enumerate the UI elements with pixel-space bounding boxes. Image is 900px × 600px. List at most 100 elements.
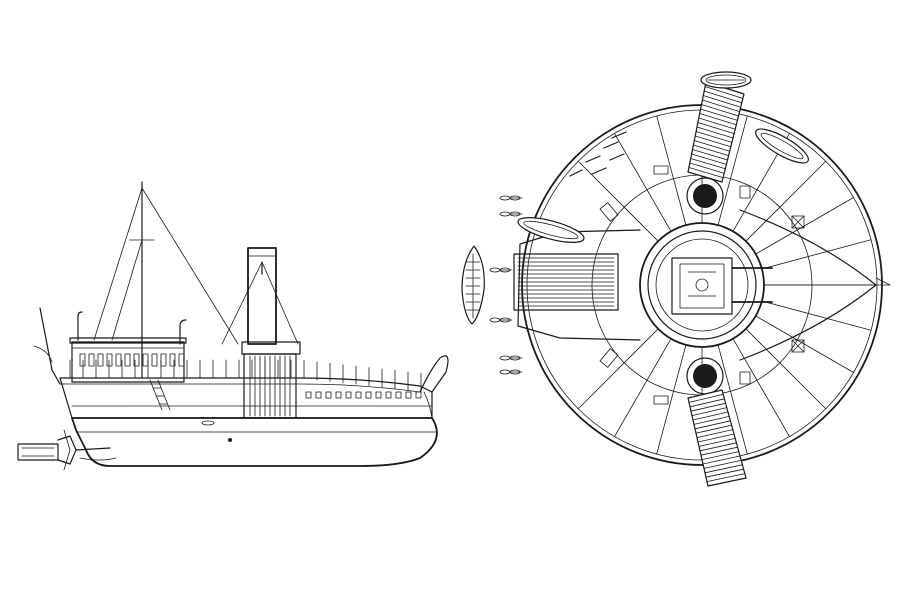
gangway-slat <box>695 131 733 143</box>
stern-platform <box>513 253 619 311</box>
stern-propeller-gear <box>17 429 117 471</box>
funnel <box>247 247 277 345</box>
gangway-slat <box>693 140 731 152</box>
gangway-slat <box>702 455 741 465</box>
gangway-slat <box>698 437 736 447</box>
radial-frame <box>656 344 687 455</box>
stern-boat <box>461 245 485 325</box>
propeller-blade <box>499 195 511 201</box>
gangway-slat <box>697 433 735 443</box>
port <box>345 391 352 399</box>
port <box>415 391 422 399</box>
window <box>151 353 158 367</box>
propeller <box>489 317 513 323</box>
engine-room-frame <box>243 353 297 419</box>
propeller <box>499 211 523 217</box>
port <box>325 391 332 399</box>
gangway-slat <box>691 153 727 165</box>
ventilator-fore <box>179 319 187 345</box>
gangway-slat <box>694 135 732 148</box>
window <box>88 353 95 367</box>
hull-port-hole <box>228 438 232 442</box>
port <box>375 391 382 399</box>
propeller-blade <box>499 355 511 361</box>
gangway-upper <box>687 81 745 183</box>
propellers <box>489 195 523 375</box>
awning-stanchions <box>69 359 422 392</box>
gangway-slat <box>702 99 740 112</box>
gangway-slat <box>688 393 724 403</box>
gangway-slat <box>699 113 737 126</box>
gangway-slat <box>703 90 743 104</box>
radial-frame <box>614 338 672 437</box>
window <box>169 353 176 367</box>
hull <box>71 417 438 467</box>
propeller-blade <box>489 317 501 323</box>
port <box>405 391 412 399</box>
shaft <box>75 447 111 451</box>
window <box>142 353 149 367</box>
port <box>305 391 312 399</box>
hull-hatch <box>201 420 215 426</box>
deck-hatches <box>599 165 805 405</box>
radial-frame <box>761 239 872 270</box>
propeller <box>499 195 523 201</box>
deck-ladder <box>149 379 171 411</box>
gangway-slat <box>693 415 730 425</box>
gangway-slat <box>697 122 735 135</box>
lifeboat-right <box>755 128 809 164</box>
radial-frame <box>614 133 672 232</box>
radial-frame <box>761 300 872 331</box>
radial-frame <box>577 160 659 242</box>
window <box>115 353 122 367</box>
radial-frame <box>717 115 748 226</box>
funnel-top-upper <box>686 177 724 215</box>
deck-markings <box>569 131 627 177</box>
gangway-slat <box>700 446 738 456</box>
port <box>365 391 372 399</box>
gangway-slat <box>699 442 737 452</box>
gangway-slat <box>705 468 744 478</box>
ventilator-aft <box>77 311 83 341</box>
propeller <box>489 267 513 273</box>
gangway-slat <box>692 149 728 161</box>
window <box>106 353 113 367</box>
propeller <box>499 369 523 375</box>
gangway-slat <box>690 402 726 412</box>
gangway-slat <box>689 398 725 408</box>
deck-rail <box>59 383 421 393</box>
barbette-outer <box>639 222 765 348</box>
stern-deck <box>517 229 641 341</box>
window <box>133 353 140 367</box>
radial-frame <box>656 115 687 226</box>
engine-room-bars <box>249 355 291 417</box>
gangway-slat <box>694 420 731 430</box>
gangway-slat <box>691 407 728 417</box>
radial-frame <box>732 338 790 437</box>
deck-house-roof <box>69 337 187 344</box>
radial-frame <box>577 328 659 410</box>
stern-planking <box>517 257 615 307</box>
gangway-slat <box>704 86 744 99</box>
barbette-inner <box>647 230 757 340</box>
gangway-slat <box>689 162 725 174</box>
gangway-slat <box>693 144 729 157</box>
deck-plan-view <box>461 71 891 487</box>
gangway-slat <box>695 424 732 434</box>
gangway-slat <box>696 429 734 439</box>
bow-davit <box>419 355 449 393</box>
propeller-blade <box>489 267 501 273</box>
gangway-slat <box>703 459 742 469</box>
window <box>178 353 185 367</box>
gangway-slat <box>704 464 743 474</box>
radial-frame <box>745 328 827 410</box>
gangway-lower <box>687 389 747 487</box>
propeller <box>499 355 523 361</box>
gangway-slat <box>696 126 734 139</box>
gangway-slat <box>701 104 739 117</box>
propeller-blade <box>499 211 511 217</box>
gangway-slat <box>701 451 740 461</box>
stern-davit <box>39 307 61 385</box>
